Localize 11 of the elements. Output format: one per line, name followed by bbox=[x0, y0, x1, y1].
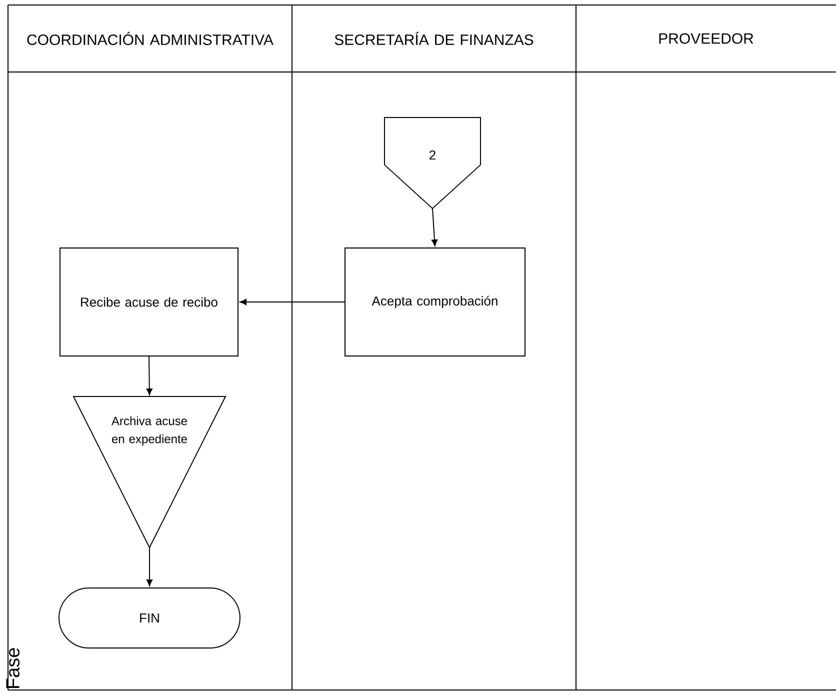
lane-header: PROVEEDOR bbox=[659, 33, 754, 44]
arrow bbox=[146, 356, 152, 396]
lane-header: COORDINACIÓN ADMINISTRATIVA bbox=[27, 32, 274, 46]
arrow bbox=[431, 208, 438, 246]
side-label: Fase bbox=[6, 648, 20, 688]
process-box: Recibe acuse de recibo bbox=[60, 248, 238, 356]
off-page-connector: 2 bbox=[384, 117, 481, 210]
process-box: Acepta comprobación bbox=[344, 248, 526, 356]
arrow bbox=[146, 547, 153, 586]
lane-header: SECRETARÍA DE FINANZAS bbox=[334, 32, 534, 46]
arrow bbox=[240, 298, 345, 306]
